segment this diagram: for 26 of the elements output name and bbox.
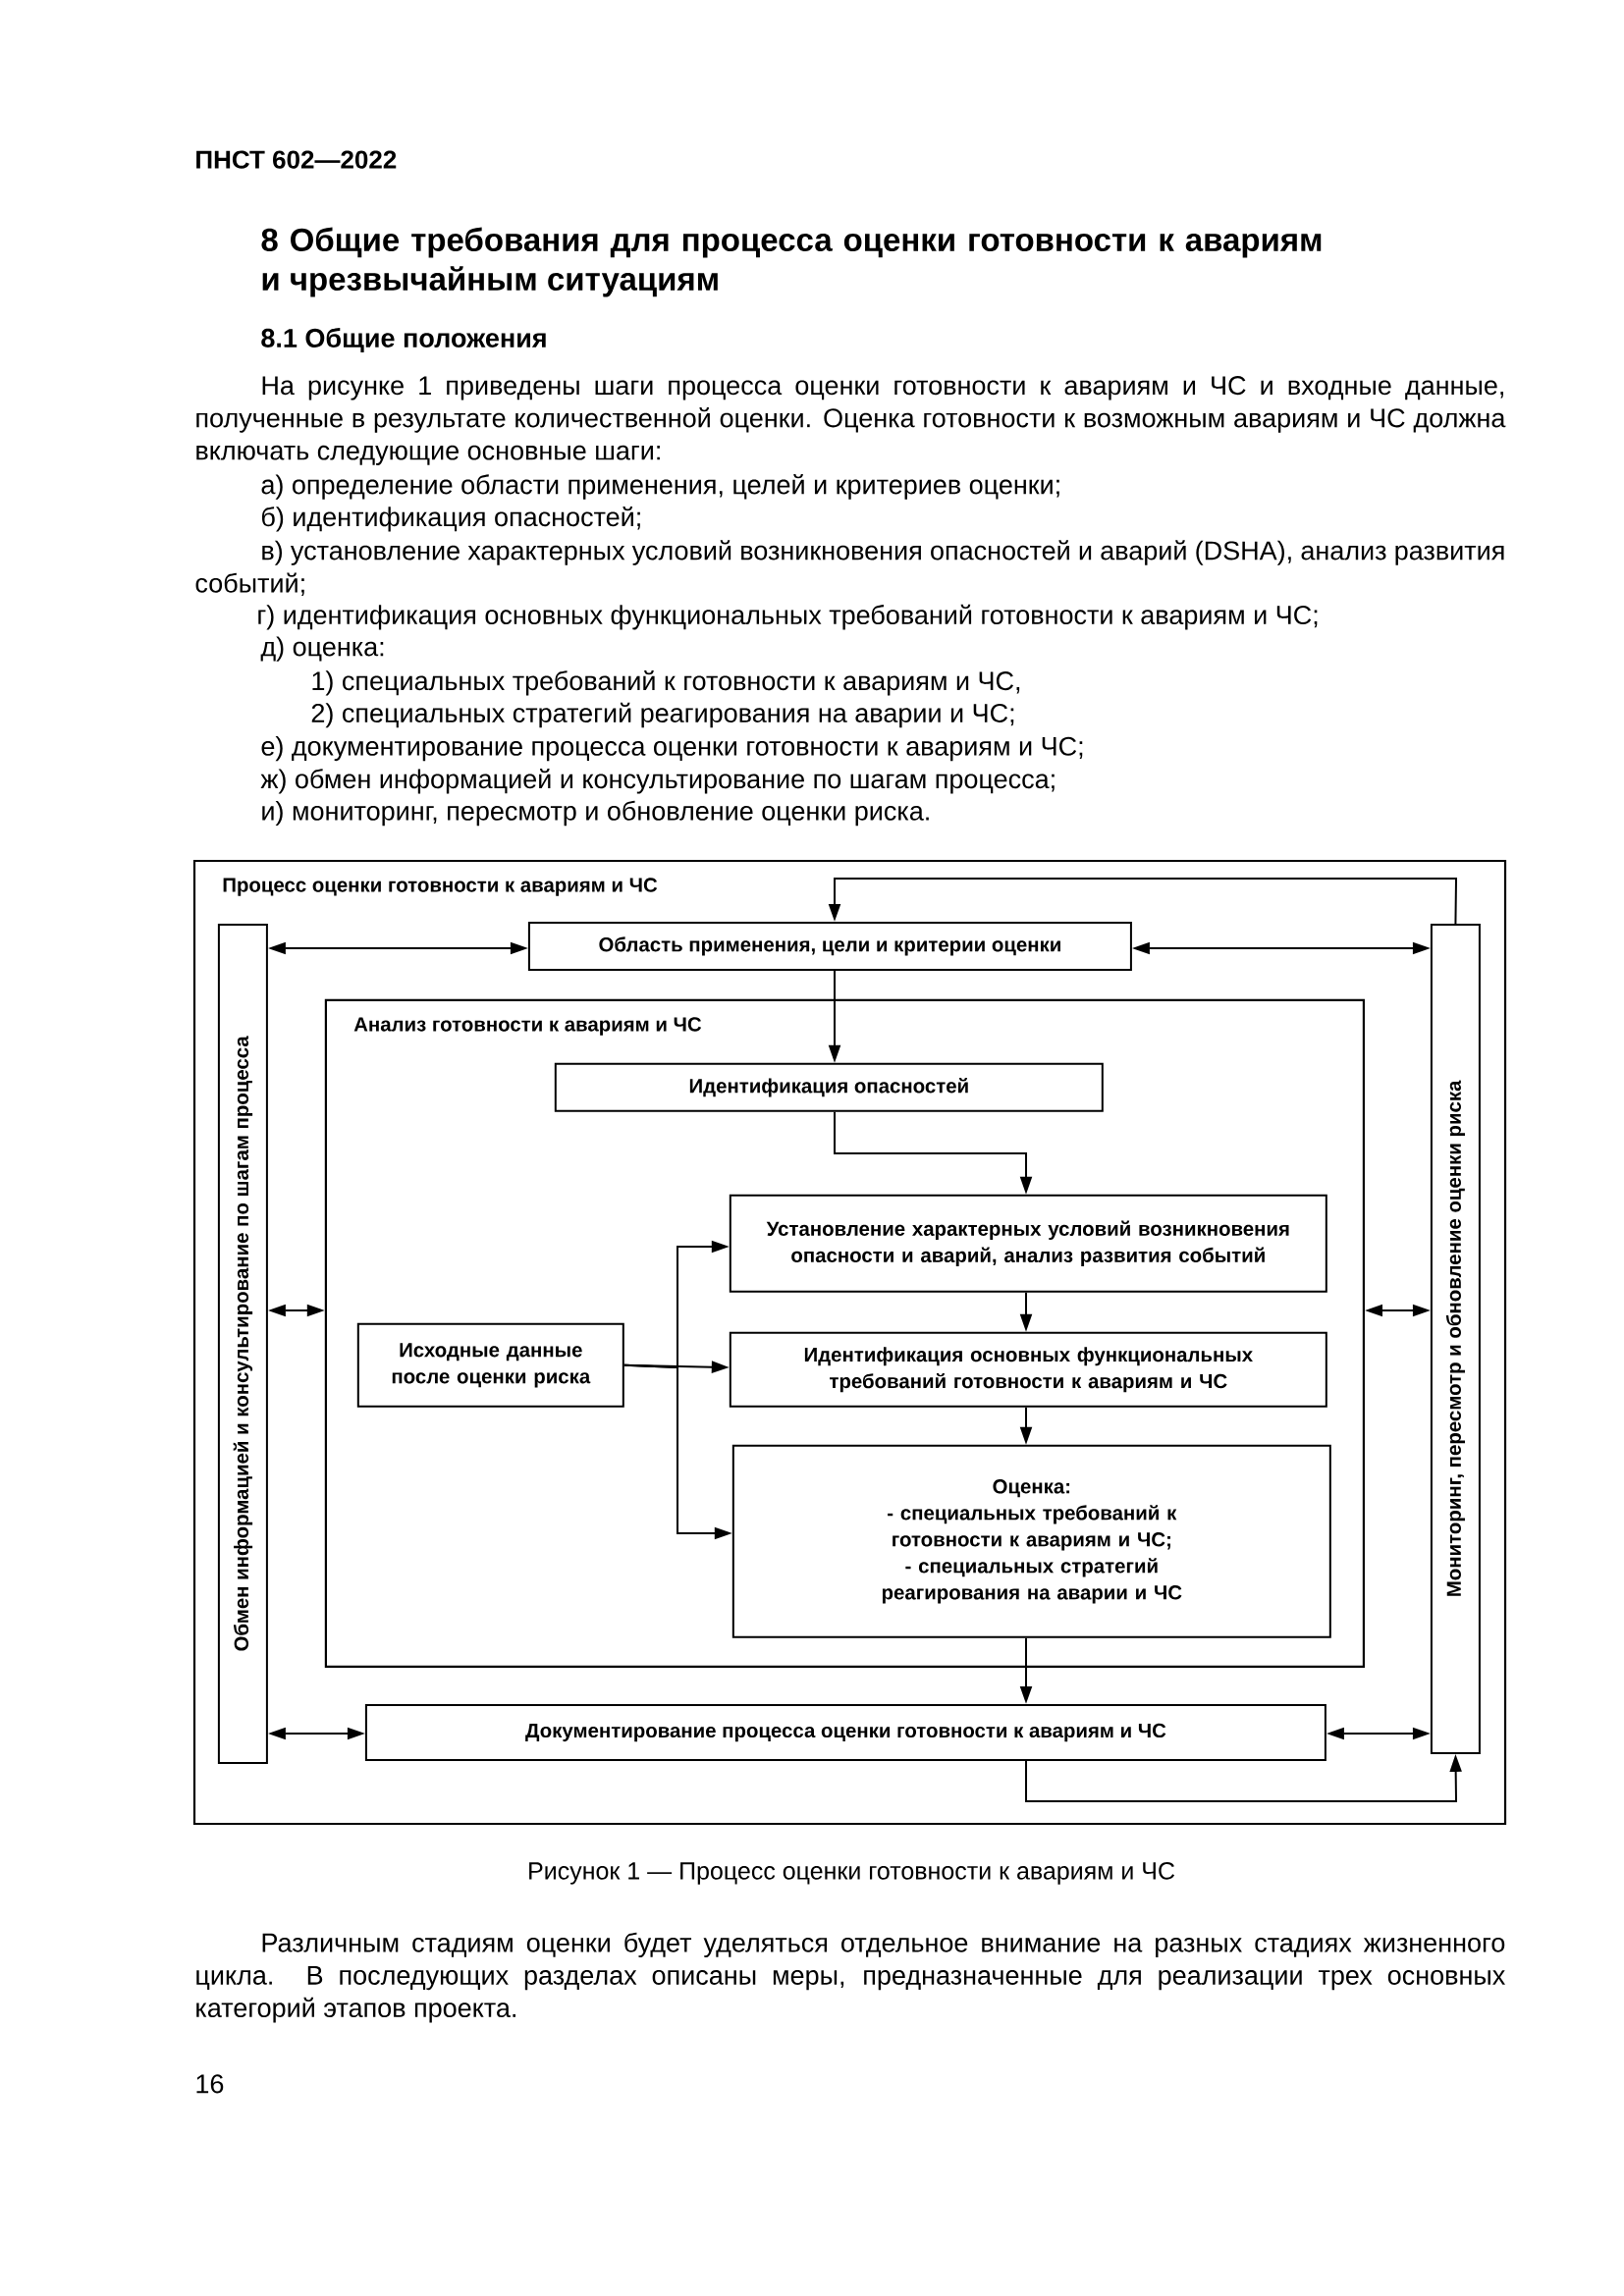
list-item: ж) обмен информацией и консультирование по шагам процесса; (260, 768, 1055, 794)
page-header: ПНСТ 602—2022 (196, 150, 397, 169)
list-item: б) идентификация опасностей; (261, 506, 640, 532)
list-item: в) установление характерных условий возникновения опасностей и аварий (DSHA), анализ развития событий; (195, 540, 1504, 596)
subsection-heading: 8.1 Общие положения (261, 327, 546, 353)
list-item: д) оценка: (260, 636, 384, 662)
process-box: Документирование процесса оценки готовности к авариям и ЧС (364, 1703, 1326, 1761)
section-heading: 8 Общие требования для процесса оценки готовности к авариям и чрезвычайным ситуациям (261, 227, 1322, 297)
figure-caption: Рисунок 1 — Процесс оценки готовности к авариям и ЧС (529, 1862, 1175, 1885)
process-box: Исходные данные после оценки риска (356, 1322, 624, 1408)
vertical-box: Мониторинг, пересмотр и обновление оценки риска (1430, 923, 1481, 1754)
process-box: Установление характерных условий возникновения опасности и аварий, анализ развития событий (729, 1194, 1327, 1293)
list-item: 1) специальных требований к готовности к авариям и ЧС, (312, 669, 1020, 696)
page-number: 16 (196, 2074, 224, 2094)
process-box: Область применения, цели и критерии оценки (527, 921, 1132, 971)
list-item: и) мониторинг, пересмотр и обновление оценки риска. (262, 800, 929, 827)
process-box: Оценка: - специальных требований к готовности к авариям и ЧС; - специальных стратегий реагирования на аварии и ЧС (731, 1444, 1331, 1638)
list-item: е) документирование процесса оценки готовности к авариям и ЧС; (261, 736, 1083, 762)
list-item: а) определение области применения, целей и критериев оценки; (261, 474, 1059, 500)
list-item: г) идентификация основных функциональных требований готовности к авариям и ЧС; (258, 604, 1318, 630)
process-box: Идентификация опасностей (554, 1062, 1104, 1112)
process-box: Идентификация основных функциональных требований готовности к авариям и ЧС (729, 1331, 1327, 1408)
paragraph: Различным стадиям оценки будет уделяться отдельное внимание на разных стадиях жизненного цикла. В последующих разделах описаны меры, предназначенные для реализации трех основных категорий этапов проекта. (196, 1932, 1505, 2023)
paragraph: На рисунке 1 приведены шаги процесса оценки готовности к авариям и ЧС и входные данные, полученные в результате количественной оценки. Оценка готовности к возможным авариям и ЧС должна включать следующие основные шаги: (196, 376, 1506, 465)
vertical-box: Обмен информацией и консультирование по шагам процесса (217, 923, 268, 1764)
list-item: 2) специальных стратегий реагирования на аварии и ЧС; (311, 702, 1014, 728)
